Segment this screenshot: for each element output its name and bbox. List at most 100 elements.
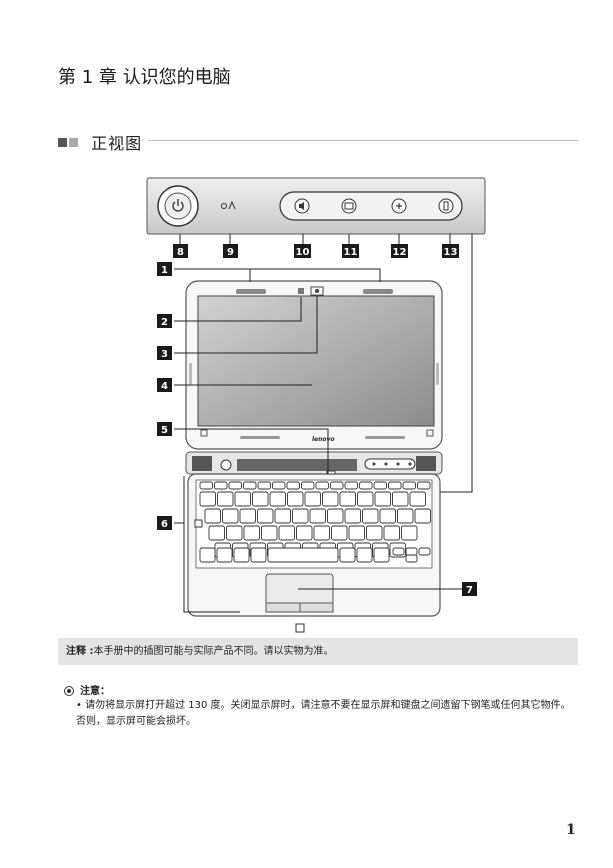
keyboard-key	[330, 481, 344, 490]
keyboard-key	[228, 481, 242, 490]
control-panel-zoom	[146, 177, 486, 493]
callout-badge	[173, 244, 188, 258]
battery-icon	[438, 198, 454, 214]
callout-number: 11	[344, 247, 358, 258]
section-title: 正视图	[91, 134, 143, 153]
callout-badge	[391, 244, 408, 258]
keyboard-key	[339, 491, 356, 507]
keyboard-key	[304, 491, 321, 507]
keyboard-key	[374, 491, 391, 507]
keyboard-key	[252, 491, 269, 507]
keyboard-key	[217, 491, 234, 507]
keyboard-key	[287, 491, 304, 507]
keyboard-key	[199, 481, 213, 490]
callout-badge	[157, 314, 172, 328]
keyboard-key	[373, 481, 387, 490]
keyboard-key	[243, 481, 257, 490]
keyboard-key	[214, 481, 228, 490]
keyboard-key	[234, 491, 251, 507]
keyboard-key	[261, 525, 278, 541]
keyboard-key	[309, 508, 326, 524]
callout-badge	[342, 244, 359, 258]
keyboard-key	[414, 508, 431, 524]
keyboard-key	[204, 508, 221, 524]
callout-number: 9	[227, 247, 234, 258]
power-status-indicator-icon	[221, 200, 236, 210]
page-number: 1	[566, 822, 576, 838]
keyboard-key	[409, 491, 426, 507]
keyboard-key	[267, 547, 339, 563]
keyboard-key	[397, 508, 414, 524]
keyboard-key	[222, 508, 239, 524]
keyboard-key	[233, 547, 250, 563]
callout-badge	[157, 516, 172, 530]
note-label: 注释 :	[66, 646, 94, 657]
keyboard-key	[418, 547, 431, 556]
keyboard-key	[344, 508, 361, 524]
keyboard-key	[250, 547, 267, 563]
caution-header: 注意：	[64, 682, 110, 697]
caution-text: 请勿将显示屏打开超过 130 度。关闭显示屏时，请注意不要在显示屏和键盘之间遗留…	[76, 700, 571, 727]
callout-number: 5	[161, 425, 168, 436]
callout-badge	[294, 244, 311, 258]
keyboard-key	[331, 525, 348, 541]
note-box: 注释 :本手册中的插图可能与实际产品不同。请以实物为准。	[58, 638, 578, 665]
keyboard-key	[292, 508, 309, 524]
section-rule	[148, 140, 578, 141]
section-marker-light	[69, 137, 78, 147]
callout-number: 13	[444, 247, 458, 258]
keyboard-key	[315, 481, 329, 490]
keyboard-key	[339, 547, 356, 563]
keyboard-key	[405, 554, 418, 563]
lenovo-logo: lenovo	[312, 436, 335, 443]
caution-circle-icon	[64, 686, 74, 696]
keyboard-key	[286, 481, 300, 490]
keyboard-key	[405, 547, 418, 556]
keyboard-key	[392, 491, 409, 507]
section-header: 正视图	[58, 130, 578, 153]
callout-number: 2	[161, 317, 168, 328]
callout-number: 4	[161, 381, 168, 392]
laptop-base	[187, 473, 441, 633]
keyboard-key	[402, 481, 416, 490]
note-text: 本手册中的插图可能与实际产品不同。请以实物为准。	[93, 646, 334, 657]
callout-badge	[157, 422, 172, 436]
keyboard-key	[348, 525, 365, 541]
keyboard-key	[373, 547, 390, 563]
microphone-icon	[298, 288, 304, 294]
callout-badge	[157, 346, 172, 360]
caution-body: • 请勿将显示屏打开超过 130 度。关闭显示屏时，请注意不要在显示屏和键盘之间…	[76, 698, 576, 730]
keyboard-key	[379, 508, 396, 524]
keyboard-key	[362, 508, 379, 524]
callout-number: 12	[393, 247, 407, 258]
keyboard-key	[208, 525, 225, 541]
keyboard-key	[216, 547, 233, 563]
callout-number: 8	[177, 247, 184, 258]
laptop-lid: lenovo	[185, 280, 443, 450]
keyboard-key	[274, 508, 291, 524]
callout-badge	[223, 244, 238, 258]
keyboard-key	[199, 491, 216, 507]
keyboard-key	[322, 491, 339, 507]
keyboard-key	[356, 547, 373, 563]
keyboard-key	[392, 547, 405, 556]
callout-number: 6	[161, 519, 168, 530]
keyboard-key	[257, 508, 274, 524]
camera-icon	[341, 198, 357, 214]
keyboard-key	[257, 481, 271, 490]
keyboard-key	[239, 508, 256, 524]
callout-badge	[442, 244, 459, 258]
section-marker-dark	[58, 137, 67, 147]
keyboard-key	[296, 525, 313, 541]
callout-number: 10	[296, 247, 310, 258]
callout-badge	[157, 262, 172, 276]
callout-number: 1	[161, 265, 168, 276]
keyboard-key	[417, 481, 431, 490]
bullet: •	[76, 700, 86, 711]
keyboard-key	[199, 547, 216, 563]
keyboard-key	[344, 481, 358, 490]
keyboard-key	[269, 491, 286, 507]
keyboard-key	[272, 481, 286, 490]
